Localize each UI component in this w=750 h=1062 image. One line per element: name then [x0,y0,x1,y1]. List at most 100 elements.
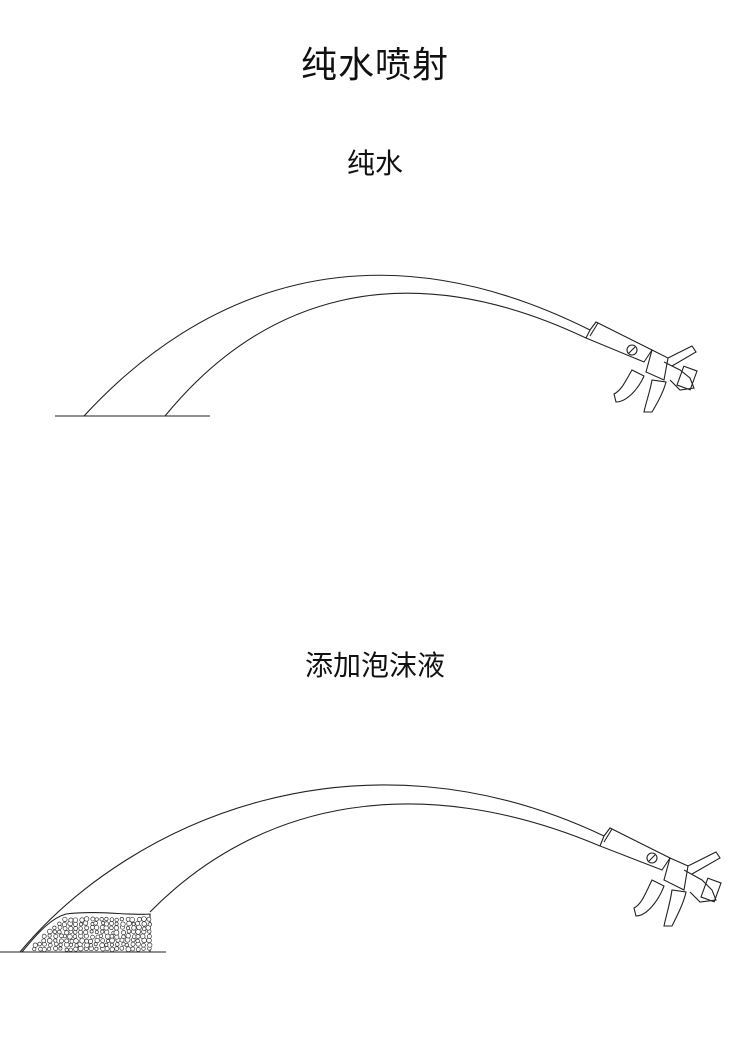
foam-bubble [41,933,47,939]
foam-bubble [120,921,126,927]
foam-bubble [84,925,90,931]
foam-bubble [68,947,73,952]
foam-bubble [62,934,67,939]
foam-bubble [64,947,69,952]
foam-bubble [109,925,114,931]
foam-bubble [79,937,86,944]
foam-bubble [135,947,141,952]
foam-bubble [52,925,57,930]
foam-bubble [106,939,111,944]
foam-bubble [88,938,94,944]
foam-bubble [147,922,153,927]
foam-bubble [104,942,109,947]
foam-bubble [135,934,141,939]
foam-spray-diagram [0,784,722,953]
foam-bubble [129,917,135,923]
foam-bubble [46,937,53,944]
foam-bubble [83,916,90,922]
fire-nozzle [585,321,698,413]
section-label-pure-water: 纯水 [346,147,403,180]
foam-bubble [52,929,57,934]
foam-bubble [109,917,115,922]
foam-bubble [135,938,140,944]
foam-bubble [135,929,141,935]
foam-bubble [99,942,105,949]
foam-bubble [47,933,52,938]
foam-bubble [78,922,84,927]
foam-bubble [141,921,147,927]
foam-bubble [119,945,125,951]
foam-bubble [32,946,37,952]
foam-bubble [90,916,96,922]
foam-bubble [53,946,59,951]
foam-bubble [54,941,59,947]
foam-bubble [146,916,152,922]
foam-bubble [77,945,84,952]
foam-bubble [88,943,94,948]
foam-bubble [147,942,153,948]
foam-bubble [104,916,109,922]
foam-bubble [90,934,95,940]
foam-bubble [46,946,52,952]
foam-bubble [119,917,124,922]
water-jet-arc [83,274,591,417]
foam-bubble [73,946,79,952]
foam-bubble [61,922,67,928]
foam-bubble [114,934,120,940]
foam-bubble [125,946,132,953]
foam-bubble [113,925,120,931]
foam-bubble [146,933,152,939]
foam-bubble [68,917,74,923]
foam-jet-arc [19,784,605,953]
foam-bubble [41,938,47,944]
foam-bubble [68,942,74,947]
foam-bubble [113,929,120,936]
foam-bubble [125,926,130,931]
foam-bubble [109,942,114,947]
foam-bubble [125,933,131,939]
foam-bubble [121,942,126,947]
foam-bubble [37,941,42,947]
foam-bubble [131,925,137,931]
foam-bubble [41,946,47,953]
foam-bubble [121,930,127,936]
foam-bubble [78,929,84,935]
foam-bubble [93,921,98,926]
section-label-foam: 添加泡沫液 [304,649,445,682]
fire-nozzle [599,827,722,927]
pure-water-spray-diagram [55,274,698,417]
foam-bubble [126,929,132,934]
foam-bubble [104,946,110,952]
foam-bubble [83,929,89,935]
foam-bubble [121,934,126,939]
foam-bubble [57,925,63,930]
foam-bubble [135,921,140,926]
foam-bubble [98,933,104,938]
foam-bubble [109,933,115,939]
foam-bubble [104,933,111,940]
foam-bubble [100,929,105,934]
foam-bubble [115,942,120,947]
foam-bubble [59,938,64,944]
foam-bubble [114,921,119,926]
foam-bubble [100,938,106,943]
foam-bubble [72,929,78,935]
foam-bubble [94,946,99,951]
foam-bubble [53,938,58,943]
foam-bubble [62,926,68,931]
foam-bubble [78,926,83,931]
foam-bubble [62,916,68,922]
foam-bubble [58,946,63,951]
foam-bubble [47,928,53,935]
foam-bubble [131,922,136,927]
foam-bubble [93,924,100,931]
foam-bubble [73,938,79,944]
foam-bubble [68,926,74,932]
foam-bubble [94,930,99,935]
foam-bubble [114,946,120,951]
foam-bubble [109,937,115,944]
foam-bubble [141,916,147,922]
foam-bubble [64,930,70,936]
foam-bubble [57,929,62,935]
foam-bubble [89,929,94,934]
